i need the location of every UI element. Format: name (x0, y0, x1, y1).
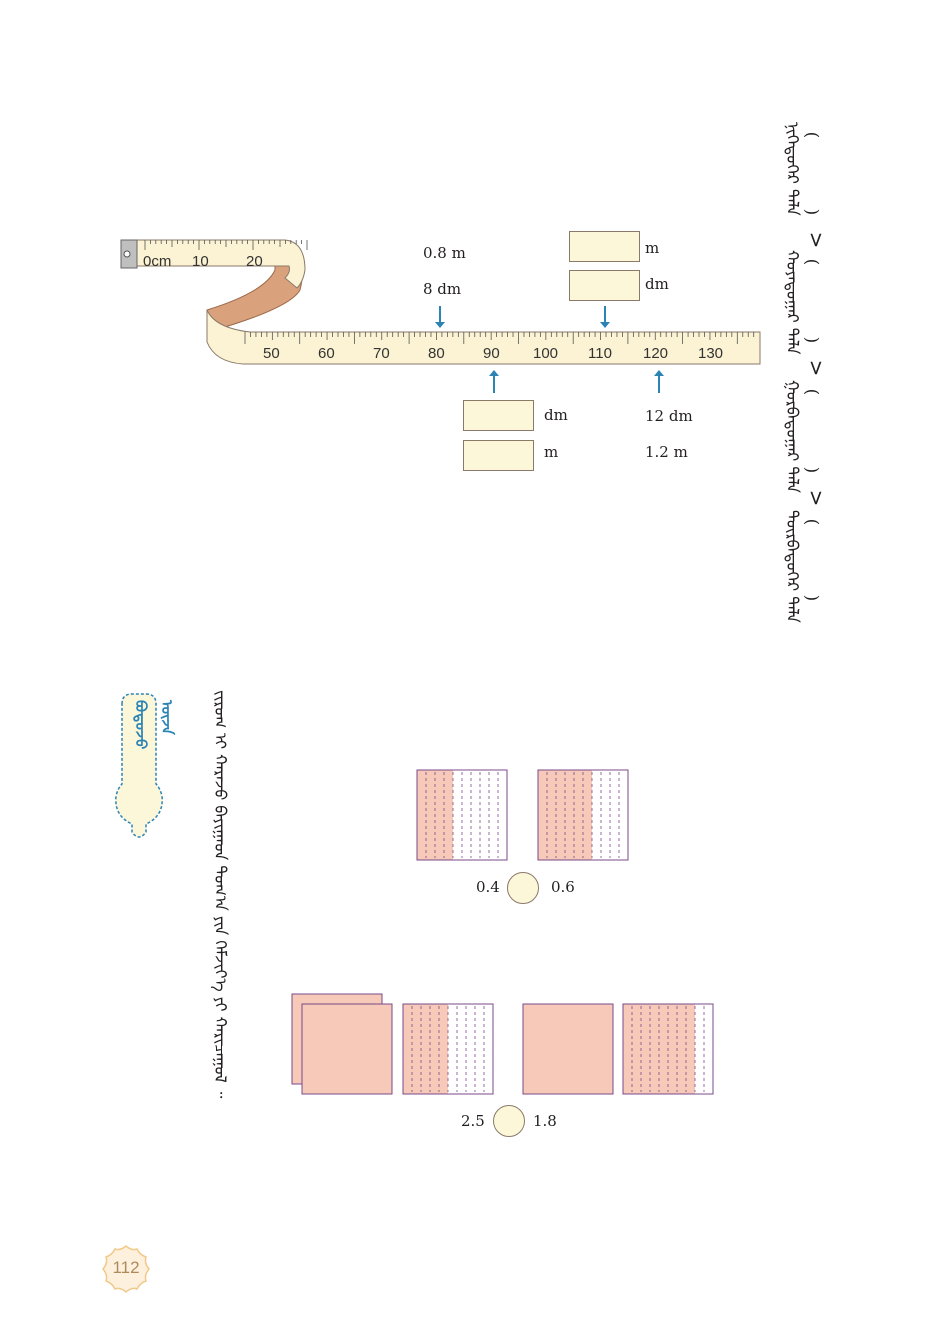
annotation-120-line2: 1.2 m (645, 443, 688, 461)
tape-label-130: 130 (698, 345, 723, 362)
thought-bubble (115, 693, 163, 838)
arrow-head-120 (654, 370, 664, 376)
compare1-right-value: 0.6 (551, 878, 575, 896)
compare1-left-square-outline (416, 769, 508, 861)
unit-label-110-dm: dm (645, 275, 669, 293)
page-number: 112 (112, 1258, 140, 1277)
compare2-right-fraction-square (622, 1003, 714, 1095)
compare2-left-whole-front (301, 1003, 393, 1095)
arrow-head-90 (489, 370, 499, 376)
tape-start-segment (122, 239, 306, 289)
compare2-circle[interactable] (493, 1105, 525, 1137)
page-number-flower-icon (102, 1245, 150, 1293)
segment-3-text: ᠭᠤᠷᠪᠠᠳᠤᠭᠠᠷ ᠲᠠᠯᠠ (783, 380, 802, 493)
page-number-badge: 112 (100, 1243, 152, 1295)
compare2-right-fraction-square-outline (622, 1003, 714, 1095)
answer-box-90-dm[interactable] (463, 400, 534, 431)
tape-label-60: 60 (318, 345, 335, 362)
compare1-left-square (416, 769, 508, 861)
tape-start-label-0: 0cm (143, 253, 171, 270)
tape-start-label-10: 10 (192, 253, 209, 270)
comparison-2-figure (291, 993, 714, 1095)
segment-2-paren-close: ) (801, 336, 822, 344)
tape-label-50: 50 (263, 345, 280, 362)
tape-label-70: 70 (373, 345, 390, 362)
comparison-1-figure (416, 769, 629, 861)
annotation-80-line2: 8 dm (423, 280, 462, 298)
right-column: ᠨᠢᠭᠡᠳᠦᠭᠡᠷ ᠲᠠᠯᠠ ( ) > ᠬᠣᠶᠠᠳᠤᠭᠠᠷ ᠲᠠᠯᠠ ( ) … (770, 110, 830, 630)
segment-3-paren-open: ( (801, 388, 822, 396)
compare1-right-square-outline (537, 769, 629, 861)
compare2-right-whole (522, 1003, 614, 1095)
arrow-down-80 (439, 306, 441, 324)
arrow-head-80 (435, 322, 445, 328)
compare1-circle[interactable] (507, 872, 539, 904)
compare2-left-fraction-square-shaded (403, 1004, 448, 1094)
unit-label-90-dm: dm (544, 406, 568, 424)
tape-label-90: 90 (483, 345, 500, 362)
tape-label-120: 120 (643, 345, 668, 362)
compare2-right-value: 1.8 (533, 1112, 557, 1130)
tape-start-ticks (144, 240, 308, 250)
arrow-down-110 (604, 306, 606, 324)
instruction-text: ᠵᠢᠷᠤᠭ ᠢ ᠬᠠᠷᠠᠵᠤ ᠪᠠᠶᠢᠭᠠᠳ ᠲᠣᠭ᠎ᠠ ᠶᠢᠨ ᠬᠡᠮᠵᠢᠶ᠎… (211, 690, 230, 1099)
tape-main-segment (206, 309, 761, 365)
tape-measure: 0cm 10 20 50 60 70 80 90 100 110 120 130 (120, 239, 761, 365)
compare1-left-value: 0.4 (476, 878, 500, 896)
annotation-80-line1: 0.8 m (423, 244, 466, 262)
compare2-left-fraction-square-outline (402, 1003, 494, 1095)
arrow-head-110 (600, 322, 610, 328)
answer-box-110-m[interactable] (569, 231, 640, 262)
unit-label-90-m: m (544, 443, 559, 461)
tape-label-110: 110 (588, 345, 612, 362)
compare1-right-square (537, 769, 629, 861)
segment-4-paren-close: ) (801, 594, 822, 602)
tape-label-80: 80 (428, 345, 445, 362)
unit-label-110-m: m (645, 239, 660, 257)
segment-1-paren-open: ( (801, 131, 822, 139)
tape-main-ticks (244, 332, 755, 344)
relation-symbol-2: > (804, 359, 829, 377)
arrow-up-120 (658, 375, 660, 393)
segment-4-paren-open: ( (801, 518, 822, 526)
annotation-120-line1: 12 dm (645, 407, 693, 425)
tape-label-100: 100 (533, 345, 558, 362)
answer-box-90-m[interactable] (463, 440, 534, 471)
segment-1-text: ᠨᠢᠭᠡᠳᠦᠭᠡᠷ ᠲᠠᠯᠠ (783, 122, 802, 216)
compare2-left-value: 2.5 (461, 1112, 485, 1130)
tape-start-label-20: 20 (246, 253, 263, 270)
segment-2-text: ᠬᠣᠶᠠᠳᠤᠭᠠᠷ ᠲᠠᠯᠠ (783, 250, 802, 355)
segment-2-paren-open: ( (801, 258, 822, 266)
segment-4-text: ᠳᠥᠷᠪᠡᠳᠦᠭᠡᠷ ᠲᠠᠯᠠ (783, 510, 802, 623)
answer-box-110-dm[interactable] (569, 270, 640, 301)
relation-symbol-1: > (804, 231, 829, 249)
segment-1-paren-close: ) (801, 208, 822, 216)
segment-3-paren-close: ) (801, 466, 822, 474)
compare2-left-fraction-square (402, 1003, 494, 1095)
relation-symbol-3: > (804, 489, 829, 507)
arrow-up-90 (493, 375, 495, 393)
bubble-title: ᠪᠣᠳᠣᠵᠤ ᠦᠵᠡ (132, 700, 176, 750)
